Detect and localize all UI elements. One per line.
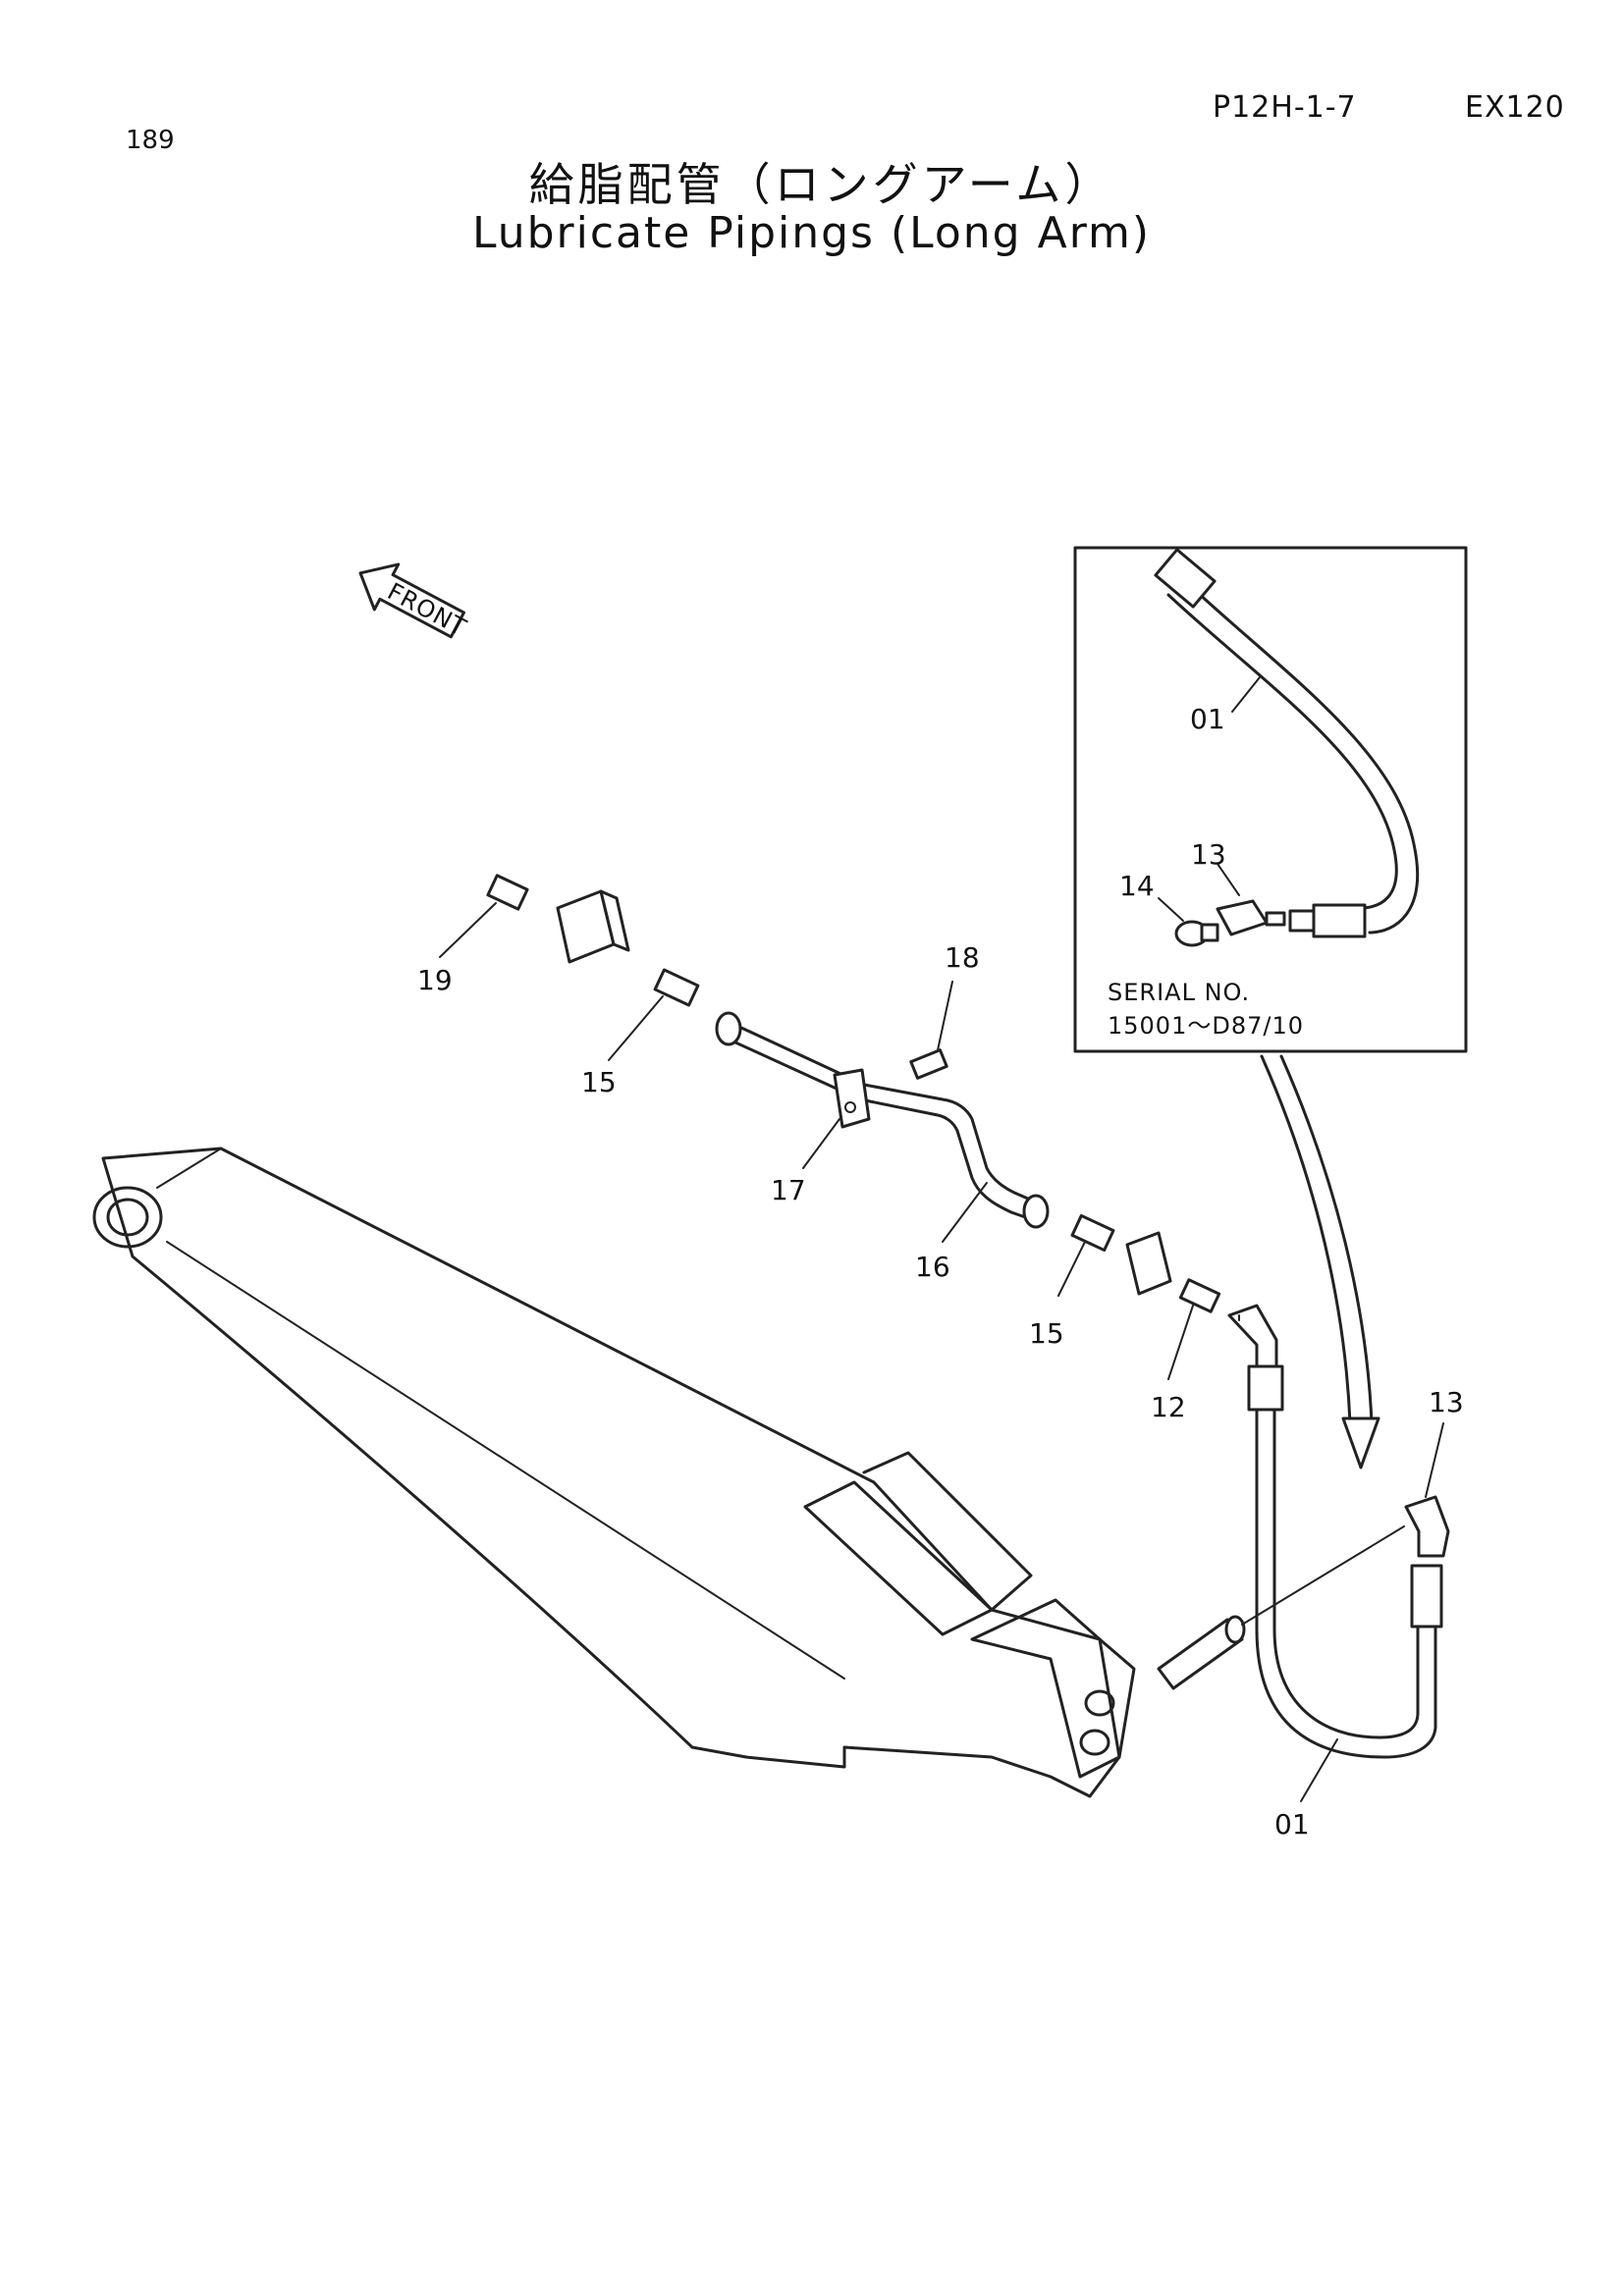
block-left-side (599, 889, 630, 952)
callout-17: 17 (771, 1174, 806, 1206)
arm-pin-bore-inner (106, 1198, 149, 1237)
callout-15a: 15 (581, 1066, 617, 1098)
fitting-15-lower (1070, 1213, 1115, 1253)
inset-cap-stem (1200, 923, 1219, 942)
grease-boss-end (1224, 1615, 1246, 1644)
leader-19 (439, 902, 497, 958)
inset-hose-fitting-bottom (1312, 903, 1367, 938)
title-english: Lubricate Pipings (Long Arm) (471, 208, 1152, 258)
inset-frame (1073, 546, 1468, 1053)
serial-label: SERIAL NO. (1108, 979, 1250, 1006)
pointer-arrowhead-icon (1341, 1416, 1380, 1469)
fitting-15-upper (653, 968, 700, 1007)
callout-19: 19 (417, 964, 453, 996)
front-label: FRONT (383, 577, 471, 642)
callouts: 19 15 18 17 16 15 12 13 01 (417, 902, 1464, 1841)
arm-bracket-2 (862, 1451, 1033, 1612)
callout-01: 01 (1274, 1808, 1310, 1841)
leader-inset-13 (1217, 863, 1240, 896)
lube-pipe-assembly (486, 874, 1450, 1759)
bolt-18 (909, 1048, 948, 1080)
callout-15b: 15 (1029, 1317, 1064, 1350)
leader-15b (1057, 1241, 1086, 1297)
fitting-19 (486, 874, 529, 911)
leader-01 (1300, 1738, 1338, 1802)
hose-elbow (1227, 1304, 1278, 1371)
hose-01-left-wall (1255, 1408, 1437, 1759)
inset-pointer-arrow (1260, 1054, 1352, 1425)
arm-bracket-1 (803, 1480, 994, 1636)
hose-01-top-fitting (1410, 1564, 1443, 1629)
callout-inset-01: 01 (1190, 703, 1225, 735)
leader-17 (802, 1118, 840, 1169)
clamp-17-hole (844, 1101, 856, 1113)
model-code: EX120 (1465, 90, 1565, 125)
inset-hose-fitting-top (1154, 548, 1217, 609)
arm-end-hole-2 (1079, 1729, 1110, 1756)
inset-hose-outer (1181, 577, 1420, 934)
callout-inset-14: 14 (1119, 870, 1155, 902)
title-japanese: 給脂配管（ロングアーム） (528, 158, 1114, 211)
long-arm (92, 1147, 1246, 1798)
fitting-12 (1178, 1278, 1221, 1313)
leader-13 (1425, 1422, 1444, 1498)
callout-18: 18 (945, 941, 980, 974)
hose-01-right-wall (1272, 1408, 1420, 1739)
serial-inset: 01 13 14 SERIAL NO. 15001～D87/10 (1073, 546, 1468, 1053)
page-code: P12H-1-7 (1213, 90, 1357, 125)
inset-elbow-stub (1265, 911, 1286, 927)
arm-end-hole-1 (1084, 1689, 1115, 1717)
page-number: 189 (126, 126, 175, 155)
inset-hose-inner (1166, 593, 1398, 910)
pipe-16-nut-left (715, 1011, 742, 1046)
callout-13: 13 (1429, 1386, 1464, 1418)
leader-12 (1167, 1305, 1194, 1380)
arm-end-line (156, 1148, 222, 1189)
serial-range: 15001～D87/10 (1108, 1012, 1304, 1040)
hose-end-fitting (1247, 1364, 1284, 1412)
inset-elbow-13 (1216, 899, 1269, 936)
leader-elbow-boss (1241, 1525, 1405, 1626)
callout-inset-13: 13 (1191, 838, 1226, 871)
callout-12: 12 (1151, 1391, 1186, 1423)
leader-15a (608, 995, 664, 1061)
leader-16 (942, 1182, 988, 1243)
pipe-16-lower (721, 1035, 1033, 1221)
block-right (1125, 1231, 1172, 1296)
arm-outline (101, 1147, 1136, 1798)
elbow-13 (1404, 1495, 1450, 1558)
pipe-16-nut-right (1022, 1194, 1050, 1229)
arm-edge-line (166, 1241, 845, 1680)
leader-inset-14 (1158, 897, 1184, 922)
callout-16: 16 (915, 1251, 950, 1283)
inset-pointer-arrow-2 (1279, 1054, 1374, 1425)
front-arrow-icon: FRONT (358, 562, 471, 642)
leader-inset-01 (1231, 676, 1261, 713)
leader-18 (937, 981, 953, 1051)
clamp-17 (833, 1068, 871, 1129)
inset-nipple (1288, 909, 1316, 933)
arm-end-plate (970, 1598, 1121, 1779)
arm-pin-bore (92, 1186, 163, 1249)
pipe-16 (725, 1019, 1041, 1205)
